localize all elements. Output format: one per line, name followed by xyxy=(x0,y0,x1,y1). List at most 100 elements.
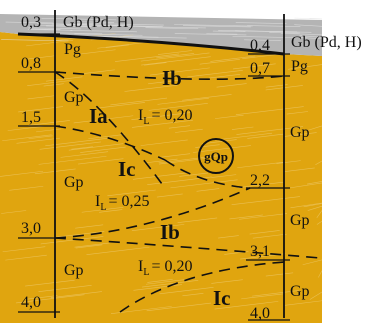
texture-stroke xyxy=(157,97,209,105)
texture-stroke xyxy=(315,160,323,166)
texture-stroke xyxy=(241,293,284,300)
texture-stroke xyxy=(236,126,303,135)
texture-stroke xyxy=(195,144,220,148)
texture-stroke xyxy=(237,181,285,188)
texture-stroke xyxy=(247,25,301,27)
zone-ib-mid: Ib xyxy=(160,220,180,244)
texture-stroke xyxy=(132,172,189,180)
texture-stroke xyxy=(251,290,300,297)
pg-label-left: Pg xyxy=(64,41,81,58)
left-depth-0-3: 0,3 xyxy=(21,14,41,31)
texture-stroke xyxy=(40,236,104,245)
texture-stroke xyxy=(50,291,102,298)
texture-stroke xyxy=(140,139,188,146)
texture-stroke xyxy=(51,23,112,26)
texture-stroke xyxy=(306,181,323,185)
texture-stroke xyxy=(283,300,323,306)
texture-stroke xyxy=(299,35,323,38)
texture-stroke xyxy=(247,133,285,139)
texture-stroke xyxy=(1,39,69,42)
ground-surface-line xyxy=(17,32,285,56)
texture-stroke xyxy=(294,17,323,20)
texture-stroke xyxy=(9,185,44,191)
texture-stroke xyxy=(140,52,210,62)
texture-stroke xyxy=(192,145,251,153)
texture-stroke xyxy=(5,21,54,24)
texture-stroke xyxy=(68,143,124,151)
texture-stroke xyxy=(97,41,148,49)
texture-stroke xyxy=(196,188,220,192)
texture-stroke xyxy=(45,76,83,82)
texture-stroke xyxy=(199,59,240,65)
texture-stroke xyxy=(211,174,237,178)
texture-stroke xyxy=(27,80,72,86)
texture-stroke xyxy=(98,102,145,109)
texture-stroke xyxy=(1,210,27,214)
texture-stroke xyxy=(45,137,112,147)
texture-stroke xyxy=(239,213,287,220)
boundary-ia-bottom xyxy=(54,125,166,161)
texture-stroke xyxy=(107,189,156,197)
texture-stroke xyxy=(40,24,101,27)
right-depth-2-2: 2,2 xyxy=(250,172,270,189)
texture-stroke xyxy=(38,285,92,293)
texture-stroke xyxy=(141,56,211,66)
texture-stroke xyxy=(284,132,317,137)
texture-stroke xyxy=(2,134,52,142)
texture-stroke xyxy=(150,67,210,76)
soil-body xyxy=(0,32,322,323)
texture-stroke xyxy=(218,235,239,239)
texture-stroke xyxy=(131,112,191,120)
texture-stroke xyxy=(71,146,94,150)
texture-stroke xyxy=(159,287,214,295)
texture-stroke xyxy=(26,39,74,47)
gp-right-3: Gp xyxy=(290,283,310,300)
texture-stroke xyxy=(41,17,117,21)
texture-stroke xyxy=(133,284,182,291)
texture-stroke xyxy=(214,132,273,141)
texture-stroke xyxy=(294,24,323,27)
right-depth-3-1: 3,1 xyxy=(250,243,270,260)
right-depth-ticks xyxy=(246,53,290,321)
texture-stroke xyxy=(214,114,244,119)
texture-stroke xyxy=(177,217,218,223)
texture-stroke xyxy=(168,125,190,129)
liquidity-ia: IL= 0,20 xyxy=(138,107,192,127)
boundary-ic-ib xyxy=(164,159,251,189)
texture-stroke xyxy=(2,246,46,253)
texture-stroke xyxy=(25,279,75,287)
texture-stroke xyxy=(78,158,124,165)
texture-stroke xyxy=(146,302,212,312)
texture-stroke xyxy=(54,32,103,35)
texture-stroke xyxy=(39,141,101,150)
texture-stroke xyxy=(145,27,199,30)
fill-label-right: Gb (Pd, H) xyxy=(291,34,362,51)
texture-stroke xyxy=(174,24,253,27)
right-depth-4-0: 4,0 xyxy=(250,305,270,322)
texture-stroke xyxy=(244,39,281,41)
stratigraphy-badge-label: gQp xyxy=(204,149,228,164)
texture-stroke xyxy=(124,84,178,92)
stratigraphy-badge-circle xyxy=(198,138,234,174)
texture-stroke xyxy=(147,279,173,283)
texture-stroke xyxy=(131,224,185,231)
texture-stroke xyxy=(318,270,323,278)
texture-stroke xyxy=(131,119,193,128)
texture-stroke xyxy=(105,44,129,49)
texture-stroke xyxy=(76,22,164,26)
texture-stroke xyxy=(216,83,247,88)
texture-stroke xyxy=(182,293,204,297)
texture-stroke xyxy=(114,53,180,62)
texture-stroke xyxy=(36,128,62,133)
texture-stroke xyxy=(144,158,178,164)
gp-right-2: Gp xyxy=(290,212,310,229)
texture-stroke xyxy=(60,151,109,158)
texture-stroke xyxy=(229,214,263,220)
texture-stroke xyxy=(97,35,187,39)
pg-label-right: Pg xyxy=(291,58,308,75)
texture-stroke xyxy=(43,83,64,87)
texture-stroke xyxy=(148,102,208,111)
texture-stroke xyxy=(170,179,238,189)
texture-stroke xyxy=(302,259,323,266)
texture-stroke xyxy=(28,120,70,126)
